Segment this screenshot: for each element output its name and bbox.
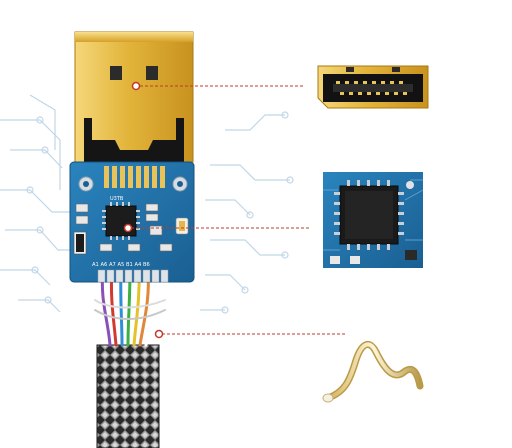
pcb-board: U3TB A1 A6 A7 A5 B1 A4 B6 [69, 161, 195, 283]
callout-lines [131, 85, 345, 335]
chip-closeup-icon [323, 172, 424, 268]
copper-wire-icon [322, 341, 424, 403]
braided-cable [96, 344, 160, 448]
displayport-plug-icon [317, 65, 429, 109]
chip-label: U3TB [110, 196, 124, 202]
pcb-top-contacts [104, 166, 165, 188]
ic-chip [102, 202, 140, 240]
displayport-plug [74, 31, 194, 163]
pin-labels: A1 A6 A7 A5 B1 A4 B6 [92, 262, 150, 268]
callout-dots [123, 81, 164, 339]
circuit-background [0, 94, 294, 314]
pcb-solder-pads [97, 269, 169, 283]
